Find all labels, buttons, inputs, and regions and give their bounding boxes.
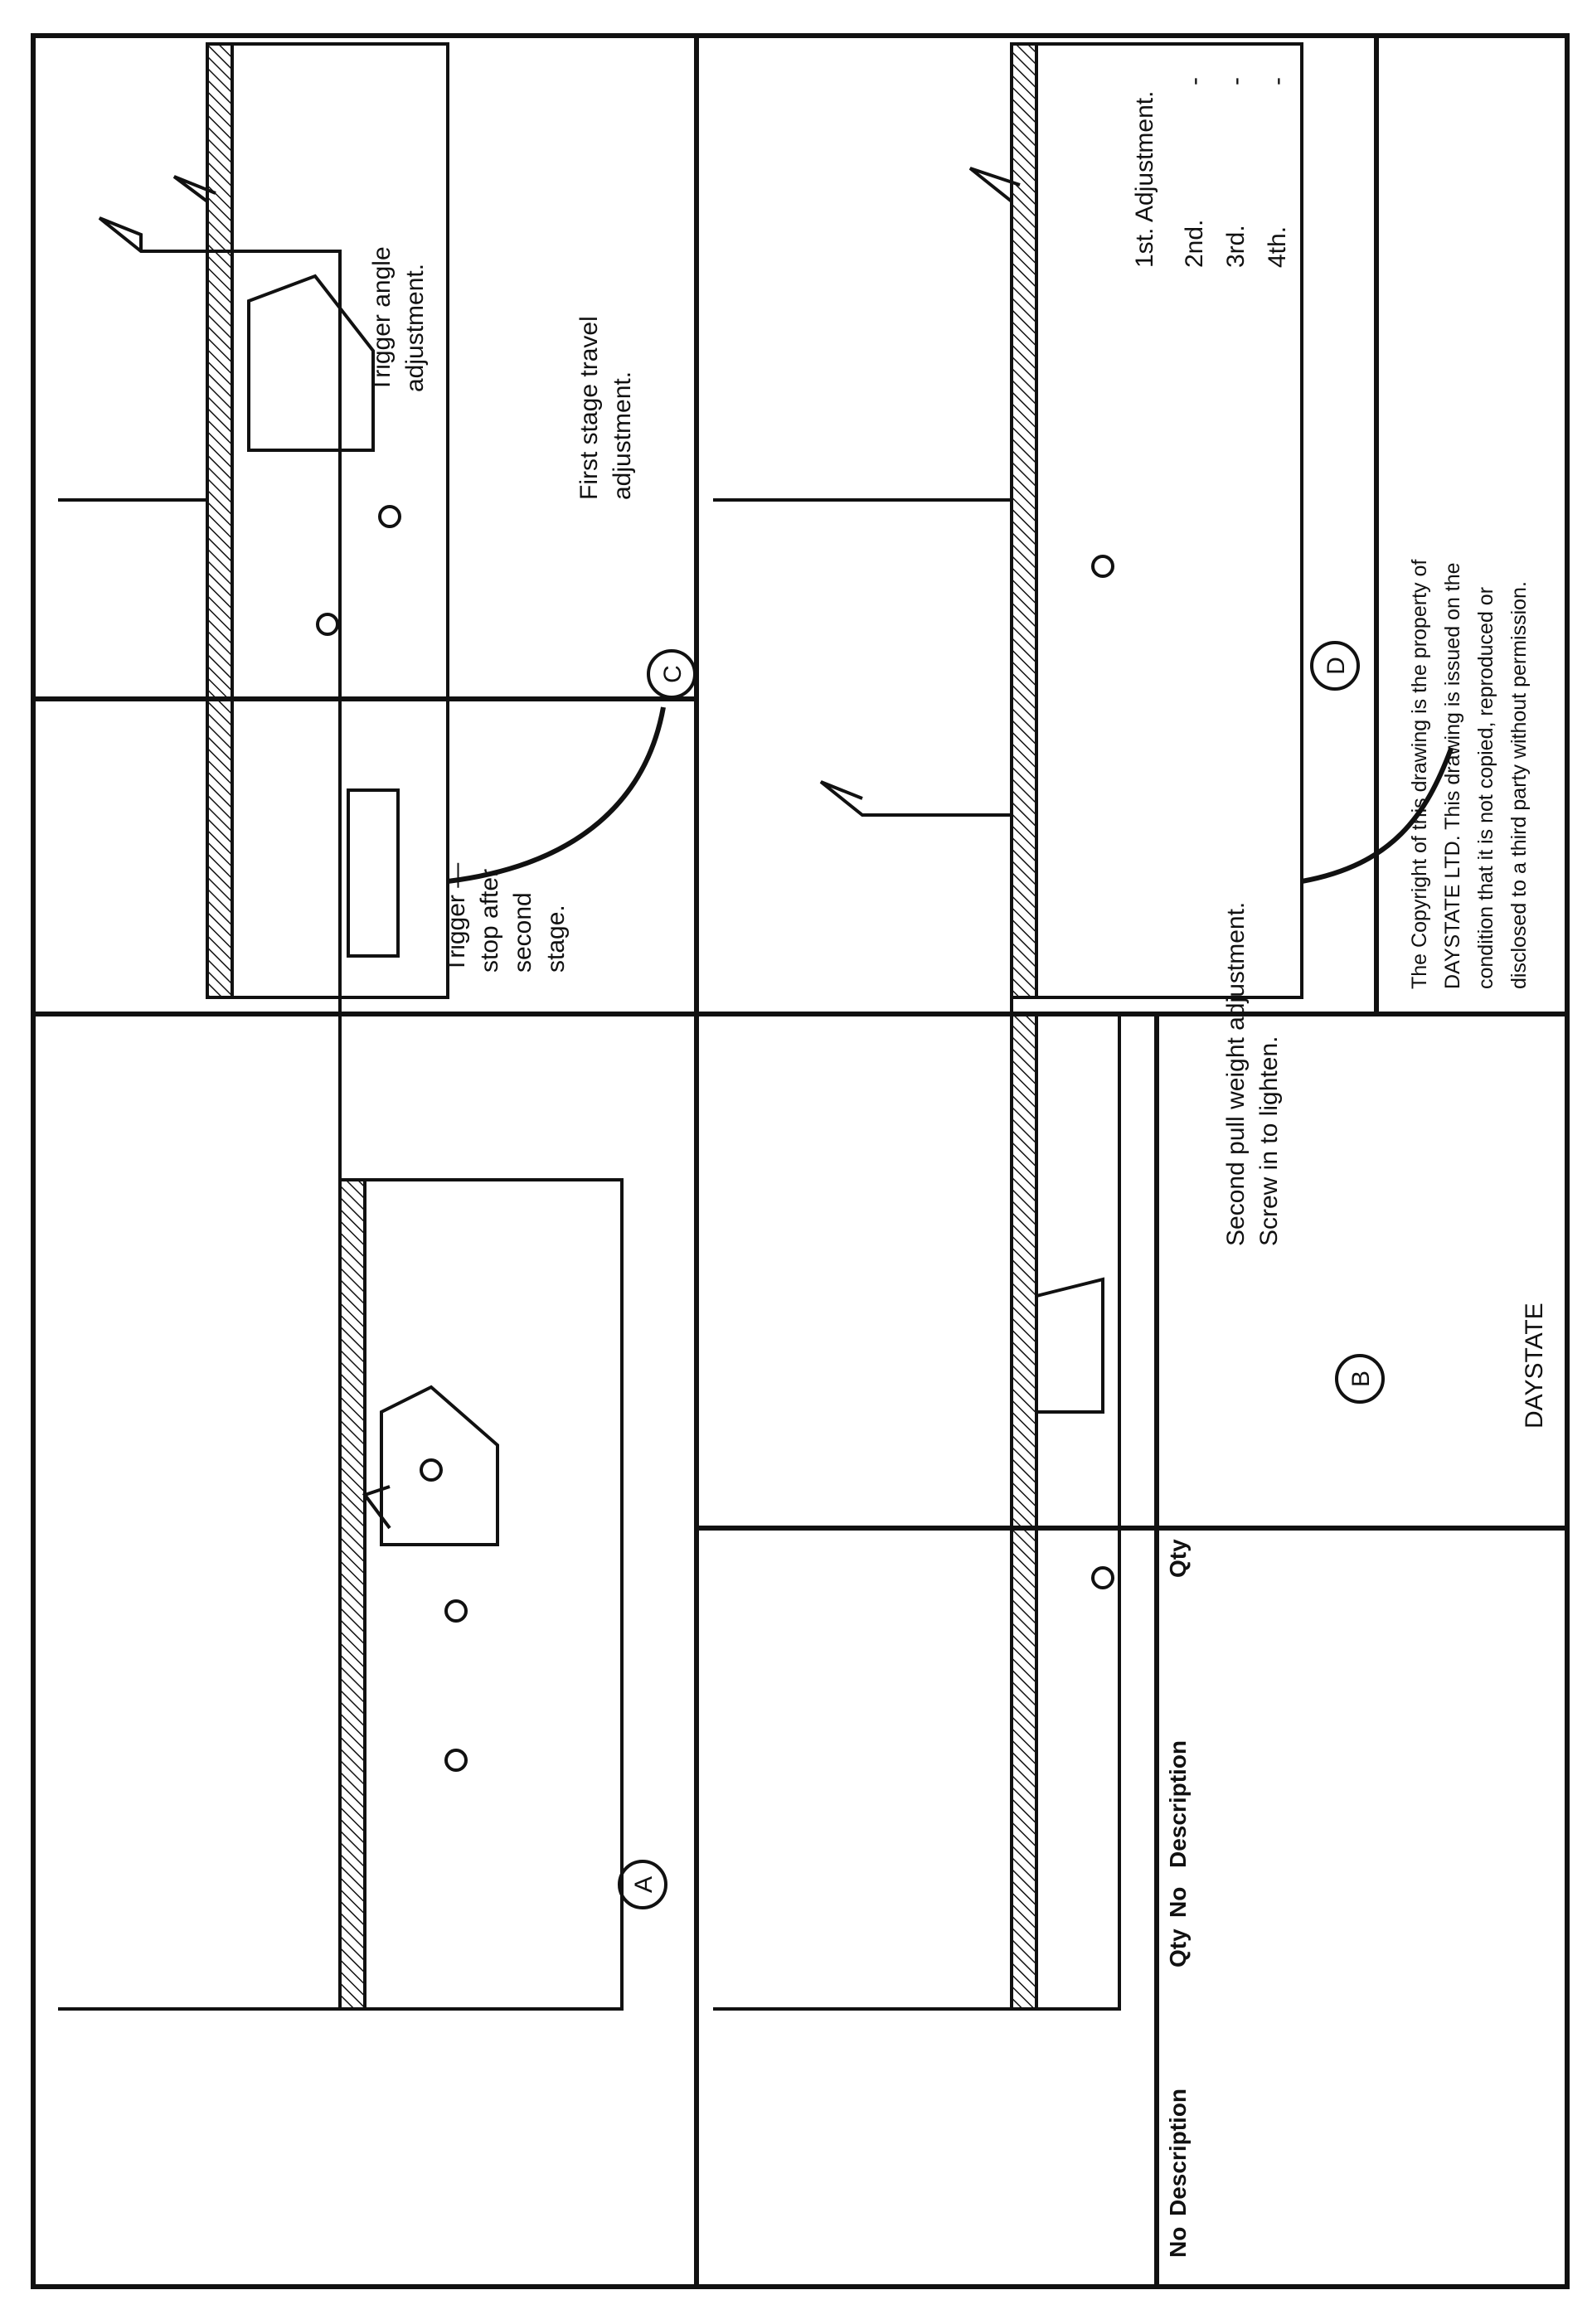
d-dash-2: - [1222, 77, 1250, 85]
view-c-label: C [647, 649, 696, 699]
d-adjust-4: 4th. [1264, 226, 1291, 268]
table-header-no: No [1165, 2227, 1191, 2258]
view-c-assembly [58, 42, 666, 999]
view-b-assembly [713, 780, 1121, 2011]
parts-table: No Description Qty No Description Qty [1165, 1539, 1191, 2258]
view-d-annotations: 1st. Adjustment. 2nd. 3rd. 4th. - - - [1131, 77, 1291, 268]
copyright-line1: The Copyright of this drawing is the pro… [1408, 560, 1431, 989]
d-dash-1: - [1181, 77, 1208, 85]
d-dash-3: - [1264, 77, 1291, 85]
drawing-frame [31, 33, 1570, 2289]
c-trigger-stop-line4: stage. [542, 905, 570, 973]
table-header-no2: No [1165, 1887, 1191, 1918]
b-screw-in: Screw in to lighten. [1255, 1036, 1283, 1246]
copyright-line2: DAYSTATE LTD. This drawing is issued on … [1441, 562, 1464, 989]
view-b-label: B [1335, 1354, 1385, 1404]
c-trigger-angle-line1: Trigger angle [368, 246, 396, 392]
c-trigger-angle-line2: adjustment. [401, 264, 429, 392]
table-header-qty2: Qty [1165, 1539, 1191, 1578]
c-trigger-stop-line3: second [509, 892, 536, 973]
d-adjust-2: 2nd. [1181, 220, 1208, 268]
view-d-assembly [713, 42, 1454, 999]
copyright-block: The Copyright of this drawing is the pro… [1408, 560, 1531, 989]
table-header-description2: Description [1165, 1740, 1191, 1868]
view-b-letter: B [1347, 1371, 1375, 1387]
d-adjust-1: 1st. Adjustment. [1131, 91, 1158, 268]
c-first-stage-line1: First stage travel [575, 316, 603, 500]
view-d-letter: D [1323, 657, 1350, 675]
view-a-label: A [618, 1860, 667, 1909]
view-c-letter: C [659, 665, 687, 683]
copyright-line4: disclosed to a third party without permi… [1507, 581, 1531, 989]
b-pull-weight: Second pull weight adjustment. [1222, 902, 1250, 1246]
table-header-qty: Qty [1165, 1929, 1191, 1967]
view-c-annotations: Trigger — stop after second stage. First… [368, 246, 636, 973]
view-d-label: D [1310, 641, 1360, 691]
view-a-assembly [58, 216, 624, 2011]
view-b-annotation: Second pull weight adjustment. Screw in … [1222, 902, 1283, 1246]
table-header-description: Description [1165, 2089, 1191, 2216]
c-first-stage-line2: adjustment. [609, 371, 636, 500]
copyright-line3: condition that it is not copied, reprodu… [1474, 587, 1497, 989]
company-name: DAYSTATE [1521, 1303, 1548, 1429]
view-a-letter: A [630, 1876, 658, 1893]
c-trigger-stop-line1: Trigger — [443, 863, 470, 973]
c-trigger-stop-line2: stop after [476, 869, 503, 973]
d-adjust-3: 3rd. [1222, 225, 1250, 268]
